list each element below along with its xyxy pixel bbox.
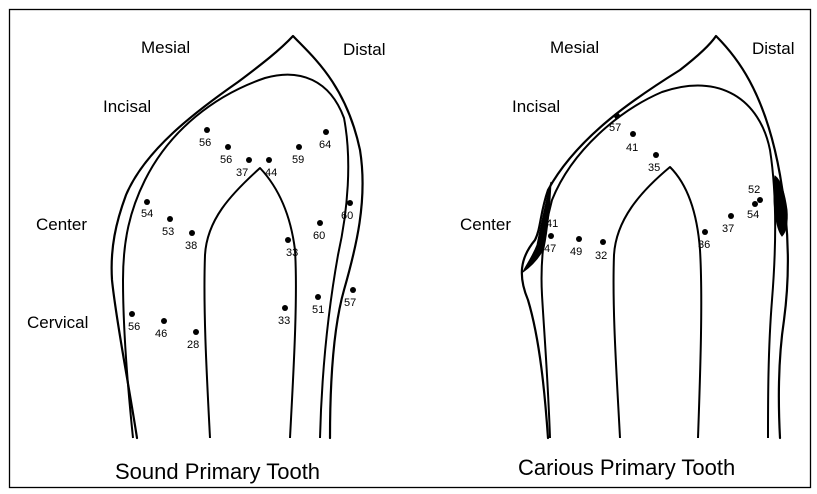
- carious-point-label: 47: [544, 243, 556, 255]
- sound-point-dot: [323, 129, 329, 135]
- carious-point-dot: [576, 236, 582, 242]
- carious-label-center: Center: [460, 215, 511, 234]
- sound-point-label: 28: [187, 339, 199, 351]
- carious-point-label: 35: [648, 162, 660, 174]
- carious-label-mesial: Mesial: [550, 38, 599, 57]
- sound-point-dot: [296, 144, 302, 150]
- carious-measurement-points: 57 41 35 41 47 49 32 36 37 52 54: [540, 113, 763, 262]
- sound-label-mesial: Mesial: [141, 38, 190, 57]
- carious-point-label: 57: [609, 122, 621, 134]
- sound-point-dot: [161, 318, 167, 324]
- carious-point-label: 41: [626, 142, 638, 154]
- carious-tooth-dentin-outline: [541, 85, 775, 438]
- carious-label-distal: Distal: [752, 39, 795, 58]
- carious-point-label: 41: [546, 218, 558, 230]
- carious-point-label: 54: [747, 209, 759, 221]
- carious-point-label: 37: [722, 223, 734, 235]
- sound-point-label: 60: [341, 210, 353, 222]
- carious-tooth-pulp-outline: [614, 167, 702, 438]
- sound-point-label: 56: [199, 137, 211, 149]
- sound-point-dot: [129, 311, 135, 317]
- sound-point-label: 57: [344, 297, 356, 309]
- sound-point-dot: [225, 144, 231, 150]
- sound-point-dot: [350, 287, 356, 293]
- carious-point-label: 52: [748, 184, 760, 196]
- carious-point-dot: [752, 201, 758, 207]
- sound-point-label: 51: [312, 304, 324, 316]
- carious-point-label: 32: [595, 250, 607, 262]
- sound-point-label: 54: [141, 208, 153, 220]
- carious-point-dot: [728, 213, 734, 219]
- sound-point-dot: [315, 294, 321, 300]
- carious-point-dot: [614, 113, 620, 119]
- sound-point-dot: [193, 329, 199, 335]
- sound-point-label: 56: [128, 321, 140, 333]
- sound-point-label: 59: [292, 154, 304, 166]
- sound-point-dot: [144, 199, 150, 205]
- carious-tooth-diagram: Mesial Distal Incisal Center Carious Pri…: [460, 36, 795, 480]
- sound-tooth-pulp-outline: [204, 168, 295, 438]
- sound-point-dot: [282, 305, 288, 311]
- carious-tooth-caption: Carious Primary Tooth: [518, 455, 735, 480]
- figure-border: [10, 10, 811, 488]
- sound-point-label: 56: [220, 154, 232, 166]
- sound-point-label: 46: [155, 328, 167, 340]
- sound-label-incisal: Incisal: [103, 97, 151, 116]
- sound-point-label: 60: [313, 230, 325, 242]
- sound-point-dot: [347, 200, 353, 206]
- carious-point-dot: [630, 131, 636, 137]
- sound-point-label: 37: [236, 167, 248, 179]
- carious-point-label: 36: [698, 239, 710, 251]
- sound-point-label: 44: [265, 167, 277, 179]
- sound-point-dot: [204, 127, 210, 133]
- sound-point-label: 64: [319, 139, 331, 151]
- sound-point-dot: [189, 230, 195, 236]
- sound-point-label: 38: [185, 240, 197, 252]
- sound-point-dot: [167, 216, 173, 222]
- sound-point-dot: [317, 220, 323, 226]
- sound-label-distal: Distal: [343, 40, 386, 59]
- sound-label-center: Center: [36, 215, 87, 234]
- sound-point-dot: [285, 237, 291, 243]
- carious-point-dot: [757, 197, 763, 203]
- sound-tooth-diagram: Mesial Distal Incisal Center Cervical So…: [27, 36, 386, 484]
- carious-point-dot: [653, 152, 659, 158]
- sound-measurement-points: 56 56 37 44 59 64 54 53 38 60 60 33: [128, 127, 356, 351]
- sound-tooth-caption: Sound Primary Tooth: [115, 459, 320, 484]
- carious-point-dot: [548, 233, 554, 239]
- sound-label-cervical: Cervical: [27, 313, 88, 332]
- sound-point-dot: [266, 157, 272, 163]
- sound-point-label: 53: [162, 226, 174, 238]
- carious-point-label: 49: [570, 246, 582, 258]
- sound-tooth-dentin-outline: [123, 75, 348, 438]
- sound-point-label: 33: [286, 247, 298, 259]
- sound-point-dot: [246, 157, 252, 163]
- sound-point-label: 33: [278, 315, 290, 327]
- carious-label-incisal: Incisal: [512, 97, 560, 116]
- carious-point-dot: [600, 239, 606, 245]
- carious-point-dot: [702, 229, 708, 235]
